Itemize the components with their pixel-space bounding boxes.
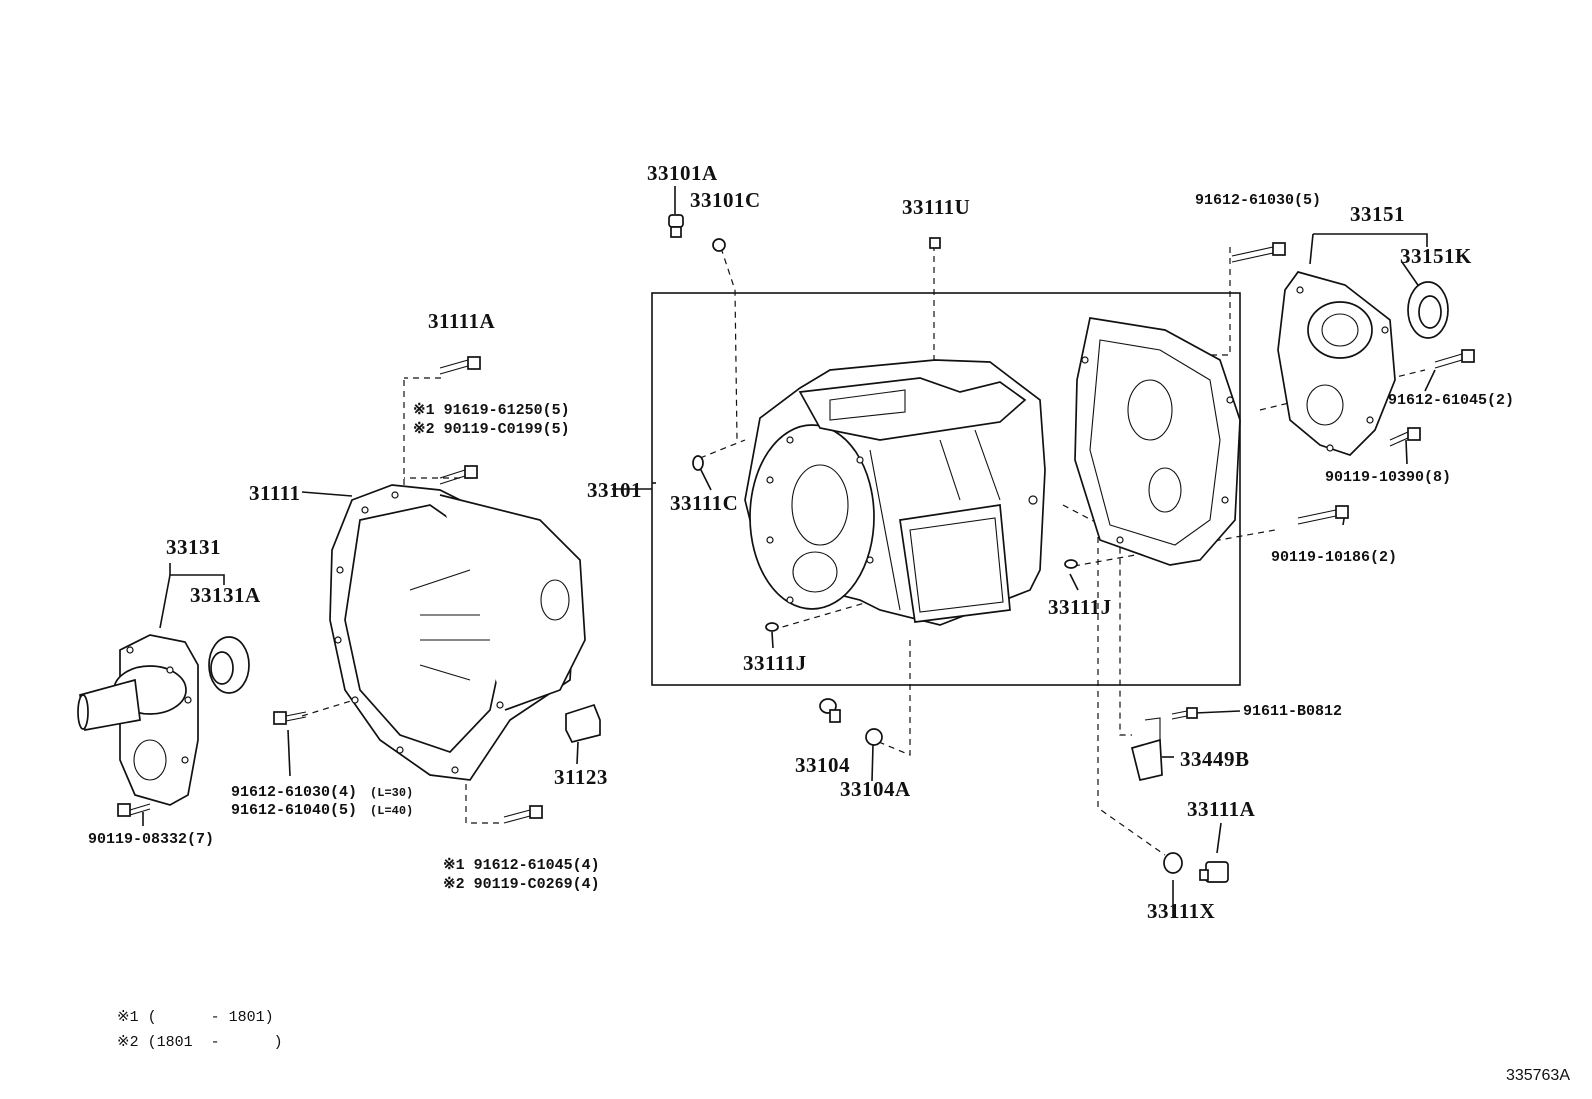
label-33111J-right[interactable]: 33111J — [1048, 595, 1112, 619]
bolt-length-1-part: 91612-61030(4) — [231, 784, 358, 801]
input-bearing-retainer-33131 — [77, 634, 199, 806]
label-33101C[interactable]: 33101C — [690, 188, 761, 212]
label-31123[interactable]: 31123 — [554, 765, 608, 789]
gasket-33111X — [1163, 852, 1183, 874]
bolt-length-1-note: (L=30) — [370, 786, 414, 800]
bolt-91612-61045-lower — [503, 805, 543, 824]
label-33131[interactable]: 33131 — [166, 535, 221, 559]
bolt-91612-61045-right — [1434, 349, 1475, 369]
label-33111A[interactable]: 33111A — [1187, 797, 1256, 821]
bolt-91612-61030-left — [273, 711, 307, 725]
bolt-91611-B0812 — [1171, 707, 1198, 720]
bolt-90119-10390 — [1389, 427, 1421, 447]
label-31111A[interactable]: 31111A — [428, 309, 496, 333]
label-33111U[interactable]: 33111U — [902, 195, 971, 219]
bolt-length-2-part: 91612-61040(5) — [231, 802, 358, 819]
plug-33104 — [819, 698, 841, 723]
label-33101A[interactable]: 33101A — [647, 161, 718, 185]
label-33151[interactable]: 33151 — [1350, 202, 1405, 226]
rear-bearing-retainer-33151 — [1277, 271, 1396, 456]
label-91612-61045-2[interactable]: 91612-61045(2) — [1388, 392, 1515, 409]
bolt-length-row-2[interactable]: 91612-61040(5) (L=40) — [231, 802, 413, 819]
sensor-33449B — [1130, 717, 1163, 782]
clutch-housing-31111 — [329, 484, 586, 781]
pin-33111J-right — [1064, 559, 1078, 569]
label-33449B[interactable]: 33449B — [1180, 747, 1250, 771]
bolt-length-row-1[interactable]: 91612-61030(4) (L=30) — [231, 784, 413, 801]
seal-33151K — [1407, 281, 1449, 339]
bolt-note-lower-1[interactable]: ※1 91612-61045(4) — [443, 857, 600, 874]
breather-33111U — [929, 237, 941, 249]
cover-31123 — [565, 703, 601, 743]
extension-housing — [1074, 317, 1241, 566]
bolt-note-upper-1[interactable]: ※1 91619-61250(5) — [413, 402, 570, 419]
pin-33111J-left — [765, 622, 779, 632]
footnote-1: ※1 ( - 1801) — [117, 1009, 274, 1026]
label-90119-08332-7[interactable]: 90119-08332(7) — [88, 831, 215, 848]
label-90119-10186-2[interactable]: 90119-10186(2) — [1271, 549, 1398, 566]
label-33111X[interactable]: 33111X — [1147, 899, 1216, 923]
pin-33111C — [692, 455, 704, 471]
label-33104A[interactable]: 33104A — [840, 777, 911, 801]
bolt-note-lower-2[interactable]: ※2 90119-C0269(4) — [443, 876, 600, 893]
label-33111J-left[interactable]: 33111J — [743, 651, 807, 675]
label-90119-10390-8[interactable]: 90119-10390(8) — [1325, 469, 1452, 486]
plug-33101A — [668, 214, 684, 238]
leader-lines — [142, 186, 1436, 917]
bolt-91619-61250 — [439, 465, 478, 485]
bolt-length-2-note: (L=40) — [370, 804, 414, 818]
label-33151K[interactable]: 33151K — [1400, 244, 1472, 268]
figure-id: 335763A — [1505, 1067, 1570, 1084]
bolt-note-upper-2[interactable]: ※2 90119-C0199(5) — [413, 421, 570, 438]
transmission-case-33101 — [744, 359, 1046, 626]
bolt-91612-61030-top — [1231, 242, 1286, 263]
seal-33131A — [208, 636, 250, 694]
label-91611-B0812[interactable]: 91611-B0812 — [1243, 703, 1343, 720]
label-91612-61030-5[interactable]: 91612-61030(5) — [1195, 192, 1322, 209]
label-33101[interactable]: 33101 — [587, 478, 642, 502]
label-33131A[interactable]: 33131A — [190, 583, 261, 607]
plug-33111A — [1199, 861, 1229, 883]
label-31111[interactable]: 31111 — [249, 481, 301, 505]
label-33111C[interactable]: 33111C — [670, 491, 739, 515]
label-33104[interactable]: 33104 — [795, 753, 850, 777]
gasket-33101C — [712, 238, 726, 252]
bolt-31111A — [439, 356, 481, 375]
bolt-90119-10186 — [1297, 505, 1349, 525]
gasket-33104A — [865, 728, 883, 746]
footnote-2: ※2 (1801 - ) — [117, 1034, 283, 1051]
bolt-90119-08332 — [117, 803, 151, 817]
